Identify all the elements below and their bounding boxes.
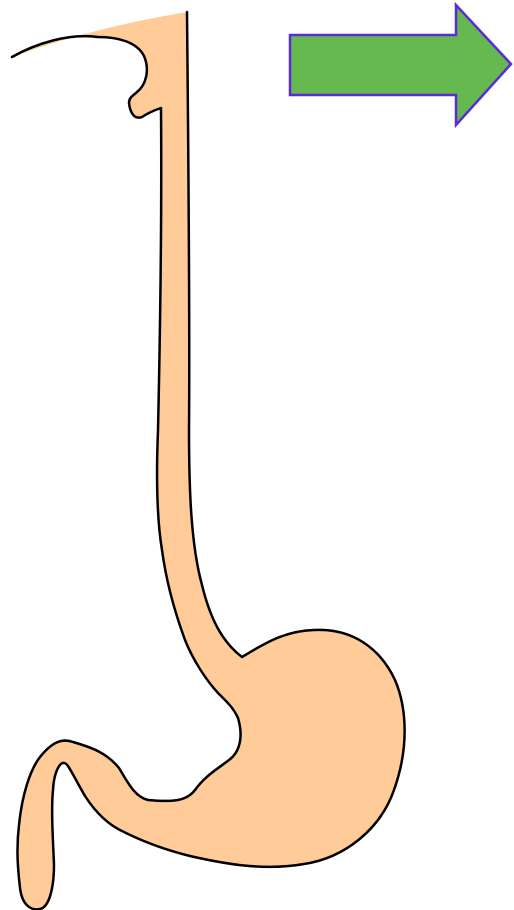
digestive-tract	[12, 12, 405, 909]
right-arrow-icon	[290, 5, 511, 125]
